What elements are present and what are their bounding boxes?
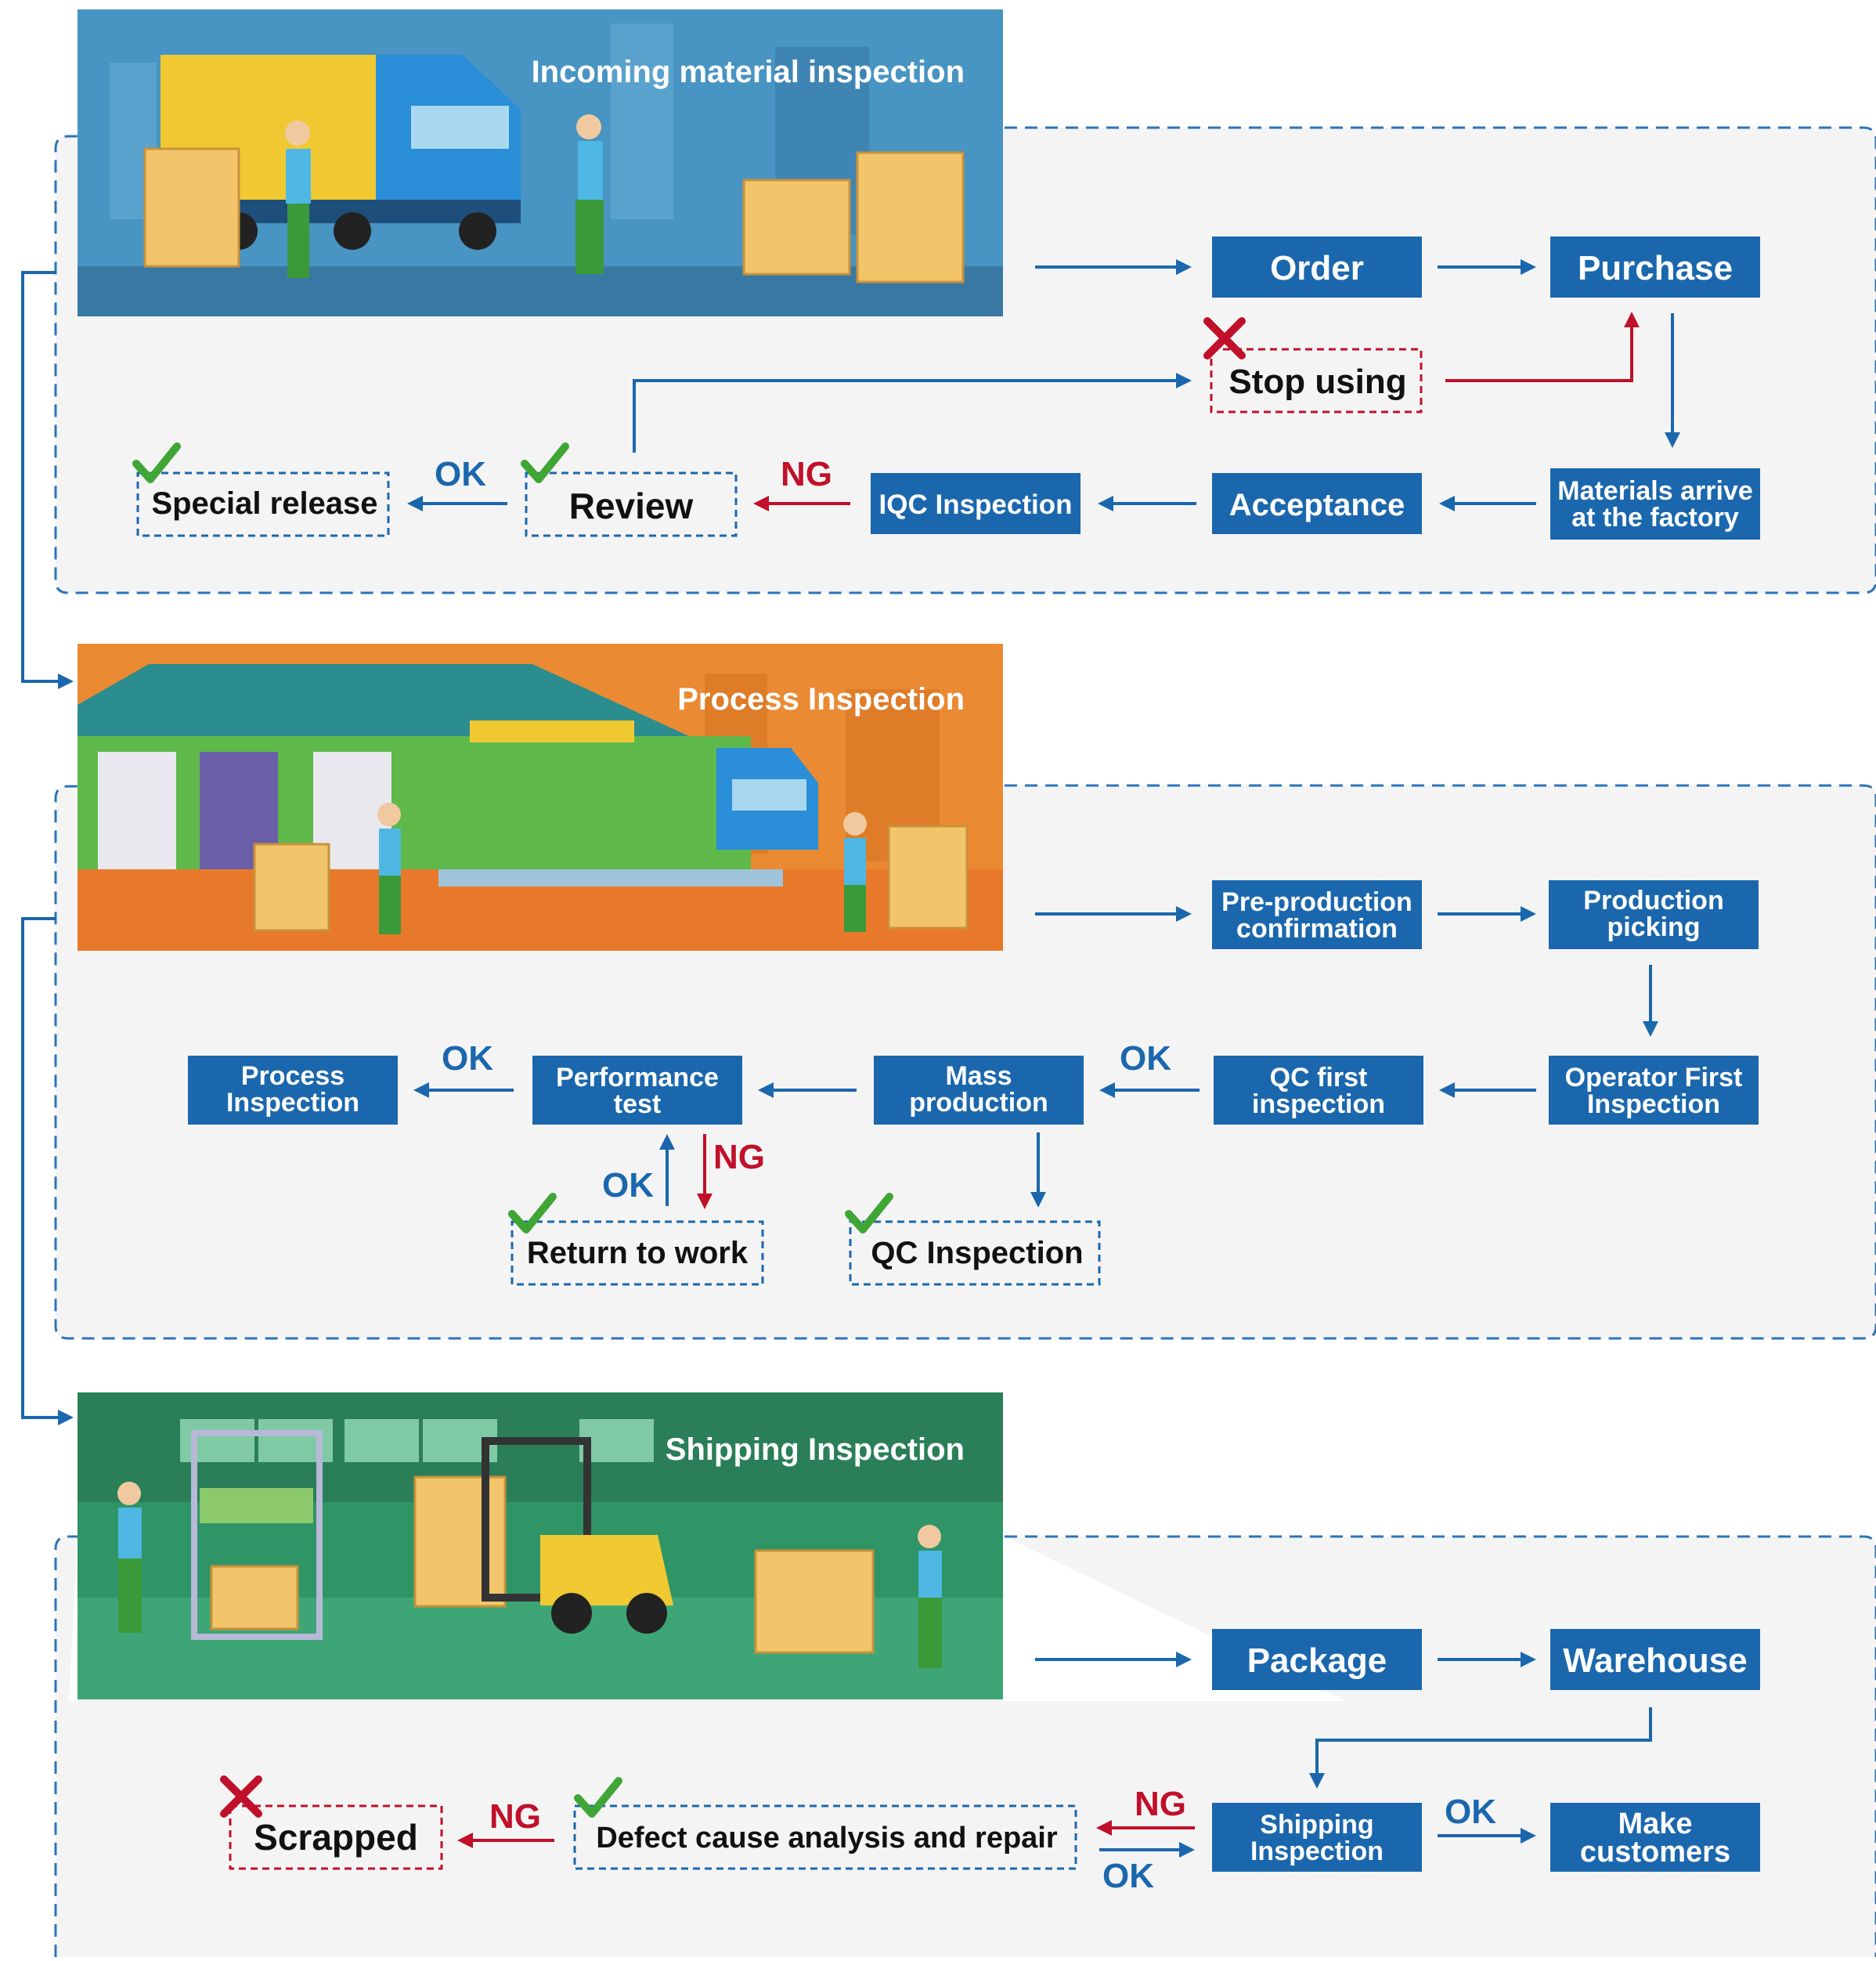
ok-label: OK (1120, 1039, 1171, 1078)
ok-label: OK (442, 1039, 493, 1078)
qc-first-line1: QC first (1270, 1063, 1368, 1092)
acceptance-box (1212, 473, 1422, 534)
truck-icon (161, 55, 521, 250)
shipping-inspection-box (1212, 1803, 1422, 1872)
boxes-icon (143, 147, 965, 283)
process-title: Process Inspection (677, 682, 965, 717)
shipping-inspection-line1: Shipping (1260, 1810, 1373, 1840)
warehouse-to-shipping-arrow (1309, 1707, 1652, 1789)
iqc-box (871, 473, 1081, 534)
package-box (1212, 1629, 1422, 1690)
qc-inspection-label: QC Inspection (871, 1236, 1083, 1270)
order-label: Order (1270, 249, 1364, 287)
warehouse-label: Warehouse (1563, 1641, 1748, 1680)
scrapped-frame (229, 1804, 443, 1870)
review-frame (525, 471, 738, 537)
performance-test-line1: Performance (556, 1063, 719, 1092)
warehouse-icon (78, 664, 751, 869)
operator-first-box (1549, 1056, 1759, 1125)
process-inspection-line2: Inspection (226, 1088, 359, 1118)
ng-label: NG (781, 455, 832, 493)
acceptance-label: Acceptance (1229, 488, 1405, 522)
materials-arrive-box (1550, 468, 1760, 540)
worker-icon (285, 114, 604, 278)
iqc-label: IQC Inspection (879, 489, 1073, 520)
scrapped-label: Scrapped (254, 1817, 418, 1858)
shipping-banner: Shipping Inspection (78, 1392, 1003, 1699)
production-picking-box (1549, 880, 1759, 949)
warehouse-box (1550, 1629, 1760, 1690)
section-incoming: Incoming material inspection Order Purch… (54, 9, 1876, 594)
defect-analysis-frame (573, 1804, 1077, 1870)
section-process: Process Inspection Pre-production confir… (54, 644, 1876, 1340)
operator-first-line2: Inspection (1587, 1089, 1720, 1119)
review-label: Review (569, 486, 694, 526)
shipping-title: Shipping Inspection (666, 1432, 965, 1467)
return-to-work-label: Return to work (527, 1236, 749, 1270)
package-label: Package (1247, 1641, 1387, 1680)
make-customers-line1: Make (1618, 1808, 1692, 1840)
incoming-to-process-arrow (21, 271, 74, 689)
stop-using-frame (1210, 348, 1423, 414)
worker-icon (377, 803, 867, 934)
return-to-work-frame (510, 1220, 764, 1286)
pre-production-line2: confirmation (1236, 914, 1398, 944)
special-release-label: Special release (151, 486, 377, 521)
materials-arrive-line1: Materials arrive (1557, 476, 1753, 506)
truck-icon (716, 748, 818, 850)
order-box (1212, 237, 1422, 298)
incoming-title: Incoming material inspection (532, 55, 965, 89)
purchase-box (1550, 237, 1760, 298)
process-inspection-box (188, 1056, 398, 1125)
mass-production-box (874, 1056, 1084, 1125)
operator-first-line1: Operator First (1565, 1063, 1743, 1092)
section-shipping: Shipping Inspection Package Warehouse Sh… (54, 1392, 1876, 1957)
review-to-stop-arrow (633, 373, 1192, 453)
process-banner: Process Inspection (78, 644, 1003, 951)
left-connector (21, 271, 74, 1425)
mass-production-line1: Mass (945, 1061, 1012, 1091)
ok-label: OK (602, 1166, 654, 1204)
pre-production-box (1212, 880, 1422, 949)
production-picking-line1: Production (1583, 886, 1723, 915)
qc-inspection-frame (849, 1220, 1101, 1286)
ng-label: NG (489, 1797, 541, 1836)
ok-label: OK (1445, 1793, 1496, 1831)
performance-test-line2: test (614, 1089, 661, 1119)
mass-production-line2: production (909, 1088, 1048, 1118)
process-to-shipping-arrow (21, 917, 74, 1425)
ok-label: OK (1102, 1857, 1154, 1895)
incoming-banner: Incoming material inspection (78, 9, 1003, 316)
process-inspection-line1: Process (241, 1061, 345, 1091)
worker-icon (117, 1482, 942, 1668)
performance-test-box (532, 1056, 742, 1125)
materials-arrive-line2: at the factory (1571, 503, 1739, 533)
stop-using-label: Stop using (1228, 363, 1406, 401)
ng-label: NG (713, 1138, 765, 1176)
defect-analysis-label: Defect cause analysis and repair (596, 1822, 1058, 1854)
forklift-icon (482, 1437, 673, 1634)
stop-to-purchase-arrow (1445, 312, 1640, 382)
pre-production-line1: Pre-production (1221, 887, 1412, 917)
make-customers-line2: customers (1580, 1836, 1730, 1869)
purchase-label: Purchase (1578, 249, 1733, 287)
qc-first-box (1214, 1056, 1423, 1125)
ok-label: OK (435, 455, 486, 493)
ng-label: NG (1135, 1785, 1186, 1823)
shipping-inspection-line2: Inspection (1250, 1836, 1384, 1866)
qc-first-line2: inspection (1252, 1089, 1385, 1119)
special-release-frame (136, 471, 390, 537)
production-picking-line2: picking (1607, 912, 1700, 942)
make-customers-box (1550, 1803, 1760, 1872)
